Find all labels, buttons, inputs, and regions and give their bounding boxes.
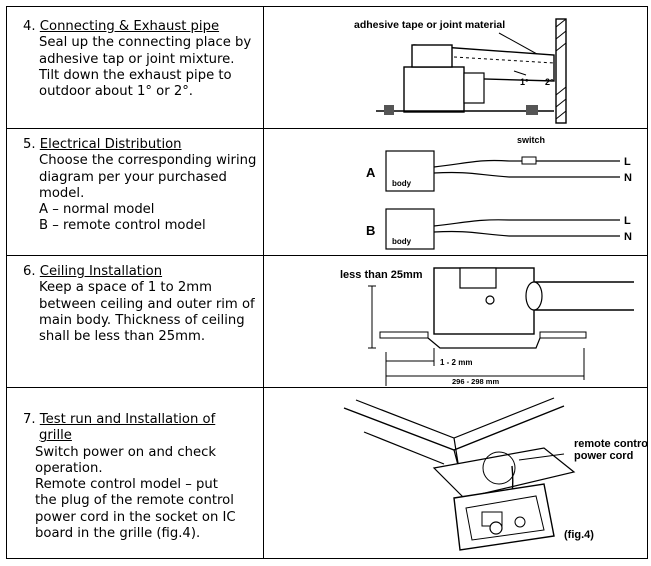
- step-6-line-1: Keep a space of 1 to 2mm: [39, 280, 212, 296]
- step-7-row: 7. Test run and Installation of grille S…: [6, 387, 648, 559]
- step-6-line-2: between ceiling and outer rim of: [39, 296, 255, 312]
- width-dimension-label: 296 - 298 mm: [452, 377, 499, 386]
- step-7-figure-cell: remote control power cord (fig.4): [263, 387, 648, 559]
- step-7-line-5: power cord in the socket on IC: [35, 509, 236, 525]
- step-5-line-2: diagram per your purchased: [39, 169, 227, 185]
- grille-installation-figure: remote control power cord (fig.4): [343, 397, 647, 551]
- step-4-number: 4.: [23, 19, 36, 34]
- step-6-line-4: shall be less than 25mm.: [39, 329, 206, 345]
- installation-steps-table: 4. Connecting & Exhaust pipe Seal up the…: [6, 6, 648, 559]
- step-7-title-text-1: Test run and Installation of: [39, 412, 216, 427]
- diagram-a-body-label: body: [392, 179, 412, 188]
- diagram-a-label: A: [366, 165, 376, 180]
- step-6-figure-cell: less than 25mm 1 - 2: [263, 255, 648, 388]
- step-5-figure-cell: switch A body L N B body: [263, 128, 648, 256]
- step-4-line-2: adhesive tap or joint mixture.: [39, 51, 235, 67]
- step-6-line-3: main body. Thickness of ceiling: [39, 312, 245, 328]
- step-4-title-text: Connecting & Exhaust pipe: [39, 19, 220, 34]
- step-7-line-6: board in the grille (fig.4).: [35, 526, 201, 542]
- ceiling-installation-figure: less than 25mm 1 - 2: [340, 267, 634, 386]
- step-4-line-1: Seal up the connecting place by: [39, 35, 252, 51]
- step-7-title: 7. Test run and Installation of: [23, 412, 259, 428]
- step-5-text-cell: 5. Electrical Distribution Choose the co…: [6, 128, 264, 256]
- step-5-line-5: B – remote control model: [39, 218, 206, 234]
- step-5-line-1: Choose the corresponding wiring: [39, 153, 257, 169]
- exhaust-pipe-figure: adhesive tape or joint material: [354, 18, 567, 124]
- step-6-number: 6.: [23, 264, 36, 279]
- step-7-title-text-2: grille: [39, 428, 72, 444]
- step-7-line-3: Remote control model – put: [35, 477, 218, 493]
- diagram-b-body-label: body: [392, 237, 412, 246]
- step-7-line-4: the plug of the remote control: [35, 493, 234, 509]
- gap-dimension-label: 1 - 2 mm: [440, 358, 472, 367]
- power-cord-label: power cord: [574, 450, 633, 462]
- step-7-line-1: Switch power on and check: [35, 444, 216, 460]
- step-5-number: 5.: [23, 137, 36, 152]
- step-7-line-2: operation.: [35, 460, 103, 476]
- remote-control-label: remote control: [574, 438, 647, 450]
- step-4-line-3: Tilt down the exhaust pipe to: [39, 67, 232, 83]
- step-6-text-cell: 6. Ceiling Installation Keep a space of …: [6, 255, 264, 388]
- step-5-row: 5. Electrical Distribution Choose the co…: [6, 128, 648, 256]
- diagram-a-line-l: L: [624, 156, 631, 168]
- diagram-b-line-l: L: [624, 215, 631, 227]
- step-4-figure-cell: adhesive tape or joint material: [263, 6, 648, 129]
- diagram-b-line-n: N: [624, 231, 632, 243]
- diagram-a-body: [385, 150, 435, 192]
- diagram-a-line-n: N: [624, 172, 632, 184]
- step-4-line-4: outdoor about 1° or 2°.: [39, 84, 193, 100]
- wiring-diagram-figure: switch A body L N B body: [366, 135, 632, 250]
- step-5-title: 5. Electrical Distribution: [23, 137, 259, 153]
- step-4-row: 4. Connecting & Exhaust pipe Seal up the…: [6, 6, 648, 129]
- step-7-number: 7.: [23, 412, 36, 427]
- step-6-title: 6. Ceiling Installation: [23, 264, 259, 280]
- step-5-line-4: A – normal model: [39, 202, 155, 218]
- less-than-25mm-label: less than 25mm: [340, 269, 423, 281]
- adhesive-tape-label: adhesive tape or joint material: [354, 19, 505, 31]
- switch-label: switch: [517, 135, 545, 145]
- angle-2-label: 2°: [545, 77, 554, 87]
- step-6-row: 6. Ceiling Installation Keep a space of …: [6, 255, 648, 388]
- angle-1-label: 1°: [520, 77, 529, 87]
- step-4-title: 4. Connecting & Exhaust pipe: [23, 19, 259, 35]
- step-5-line-3: model.: [39, 185, 85, 201]
- step-5-title-text: Electrical Distribution: [39, 137, 182, 152]
- step-6-title-text: Ceiling Installation: [39, 264, 163, 279]
- diagram-b-label: B: [366, 223, 375, 238]
- diagram-b-body: [385, 208, 435, 250]
- fig4-caption: (fig.4): [564, 529, 594, 541]
- step-7-text-cell: 7. Test run and Installation of grille S…: [6, 387, 264, 559]
- step-4-text-cell: 4. Connecting & Exhaust pipe Seal up the…: [6, 6, 264, 129]
